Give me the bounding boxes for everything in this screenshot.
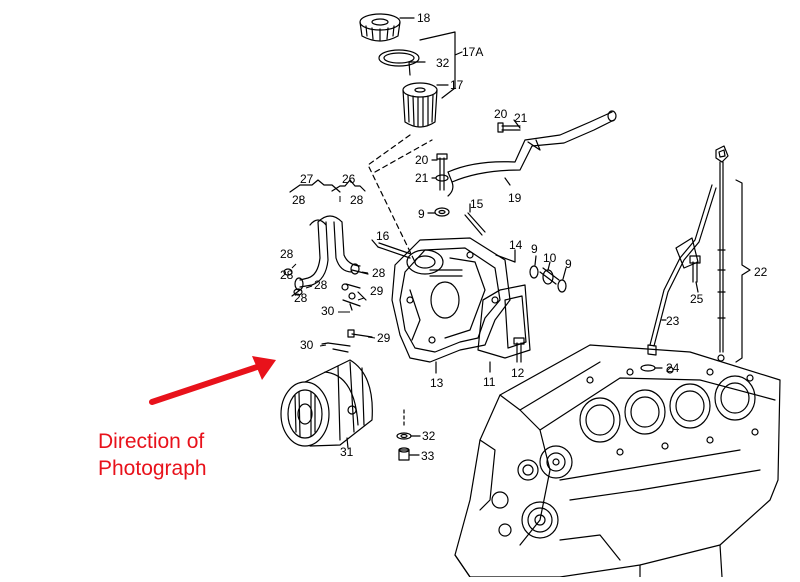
- callout-24: 24: [666, 361, 680, 375]
- direction-arrow: [149, 356, 276, 405]
- callout-28-c: 28: [280, 247, 294, 261]
- callout-30-b: 30: [300, 338, 314, 352]
- bolt-20-top-part: [497, 122, 521, 133]
- filter-seal-ring-part: [378, 49, 420, 67]
- callout-28-d: 28: [372, 266, 386, 280]
- oil-hoses-part: [294, 215, 361, 291]
- callout-20-mid: 20: [415, 153, 429, 167]
- oil-filter-cap-part: [359, 13, 401, 42]
- callout-28-b: 28: [350, 193, 364, 207]
- callout-18: 18: [417, 11, 431, 25]
- callout-10: 10: [543, 251, 557, 265]
- callout-28-g: 28: [280, 268, 294, 282]
- cooler-fittings-part: [529, 265, 567, 293]
- callout-29-b: 29: [377, 331, 391, 345]
- callout-28-e: 28: [314, 278, 328, 292]
- bolt-12-part: [513, 337, 525, 363]
- callout-15: 15: [470, 197, 484, 211]
- callout-26: 26: [342, 172, 356, 186]
- drain-plug-part: [398, 447, 410, 461]
- callout-29-a: 29: [370, 284, 384, 298]
- callout-21-top: 21: [514, 111, 528, 125]
- breather-pipe-part: [447, 110, 617, 197]
- callout-14: 14: [509, 238, 523, 252]
- dipstick-part: [715, 145, 729, 362]
- callout-32-bot: 32: [422, 429, 436, 443]
- callout-9-right-b: 9: [565, 257, 572, 271]
- callout-31: 31: [340, 445, 354, 459]
- callout-9-left: 9: [418, 207, 425, 221]
- annotation-line-1: Direction of: [98, 430, 205, 453]
- callout-12: 12: [511, 366, 525, 380]
- callout-19: 19: [508, 191, 522, 205]
- callout-25: 25: [690, 292, 704, 306]
- drain-seal-part: [396, 432, 412, 440]
- callout-33: 33: [421, 449, 435, 463]
- callout-27: 27: [300, 172, 314, 186]
- callout-28-f: 28: [294, 291, 308, 305]
- callout-11: 11: [483, 375, 496, 389]
- oil-filter-element-part: [402, 82, 438, 128]
- callout-32-top: 32: [436, 56, 450, 70]
- callout-9-right-a: 9: [531, 242, 538, 256]
- bracket-housing-part: [391, 237, 511, 363]
- callout-28-a: 28: [292, 193, 306, 207]
- oil-cooler-part: [477, 284, 531, 359]
- callout-13: 13: [430, 376, 444, 390]
- annotation-line-2: Photograph: [98, 457, 207, 480]
- callout-16: 16: [376, 229, 390, 243]
- dipstick-guide-tube-part: [647, 184, 717, 356]
- callout-22: 22: [754, 265, 768, 279]
- callout-23: 23: [666, 314, 680, 328]
- direction-annotation: Direction of Photograph: [98, 428, 207, 482]
- engine-block-part: [454, 344, 781, 578]
- callout-20-top: 20: [494, 107, 508, 121]
- callout-17: 17: [450, 78, 464, 92]
- callout-17a: 17A: [462, 45, 483, 59]
- bolt-20-mid-part: [434, 153, 450, 217]
- alternator-part: [280, 359, 373, 447]
- callout-30-a: 30: [321, 304, 335, 318]
- callout-21-mid: 21: [415, 171, 429, 185]
